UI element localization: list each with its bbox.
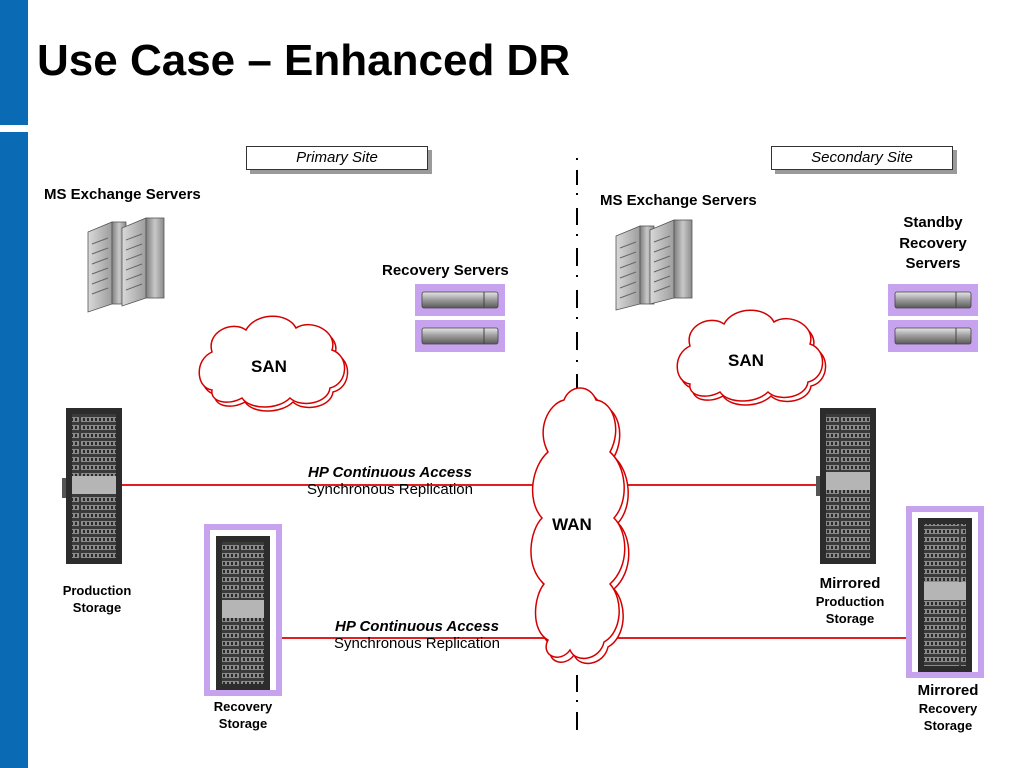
mirrored-recovery-storage-label: Mirrored Recovery Storage xyxy=(898,681,998,734)
upper-replication-caption: HP Continuous Access Synchronous Replica… xyxy=(280,464,500,498)
production-storage-label: Production Storage xyxy=(52,582,142,616)
mirrored-prod-line3: Storage xyxy=(825,611,875,626)
mirrored-production-storage-label: Mirrored Production Storage xyxy=(800,574,900,627)
mirrored-prod-line2: Production xyxy=(815,594,885,609)
production-storage-rack-icon xyxy=(62,408,122,564)
recovery-storage-label: Recovery Storage xyxy=(198,698,288,732)
recovery-storage-line2: Storage xyxy=(218,716,268,731)
lower-replication-mode: Synchronous Replication xyxy=(334,635,500,652)
lower-replication-caption: HP Continuous Access Synchronous Replica… xyxy=(312,618,522,652)
primary-exchange-servers-icon xyxy=(87,217,165,313)
primary-san-cloud-icon xyxy=(198,315,349,412)
upper-replication-mode: Synchronous Replication xyxy=(307,481,473,498)
wan-label: WAN xyxy=(552,515,592,534)
mirrored-rec-line1: Mirrored xyxy=(917,682,979,699)
standby-recovery-servers-icon xyxy=(888,284,978,352)
primary-san-label: SAN xyxy=(251,357,287,376)
standby-label-line2: Recovery xyxy=(899,234,967,252)
wan-cloud-icon xyxy=(530,387,630,665)
secondary-site-box: Secondary Site xyxy=(771,146,953,170)
secondary-exchange-servers-icon xyxy=(615,219,693,311)
production-storage-line2: Storage xyxy=(72,600,122,615)
page-title: Use Case – Enhanced DR xyxy=(37,36,571,85)
production-storage-line1: Production xyxy=(62,583,132,598)
recovery-servers-icon xyxy=(415,284,505,352)
secondary-exchange-servers-label: MS Exchange Servers xyxy=(600,192,757,209)
recovery-storage-rack-icon xyxy=(204,524,282,696)
mirrored-recovery-storage-rack-icon xyxy=(906,506,984,678)
sidebar-band-top xyxy=(0,0,28,125)
secondary-san-cloud-icon xyxy=(676,309,827,406)
recovery-storage-line1: Recovery xyxy=(213,699,273,714)
lower-replication-product: HP Continuous Access xyxy=(335,618,499,635)
mirrored-rec-line2: Recovery xyxy=(918,701,978,716)
standby-label-line1: Standby xyxy=(903,214,963,231)
sidebar-band-bottom xyxy=(0,132,28,768)
mirrored-prod-line1: Mirrored xyxy=(819,575,881,592)
primary-site-box: Primary Site xyxy=(246,146,428,170)
recovery-servers-label: Recovery Servers xyxy=(382,262,509,279)
upper-replication-product: HP Continuous Access xyxy=(308,464,472,481)
standby-label-line3: Servers xyxy=(905,255,961,272)
standby-recovery-servers-label: Standby Recovery Servers xyxy=(876,213,990,275)
mirrored-production-storage-rack-icon xyxy=(816,408,876,564)
secondary-san-label: SAN xyxy=(728,351,764,370)
mirrored-rec-line3: Storage xyxy=(923,718,973,733)
primary-exchange-servers-label: MS Exchange Servers xyxy=(44,186,201,203)
